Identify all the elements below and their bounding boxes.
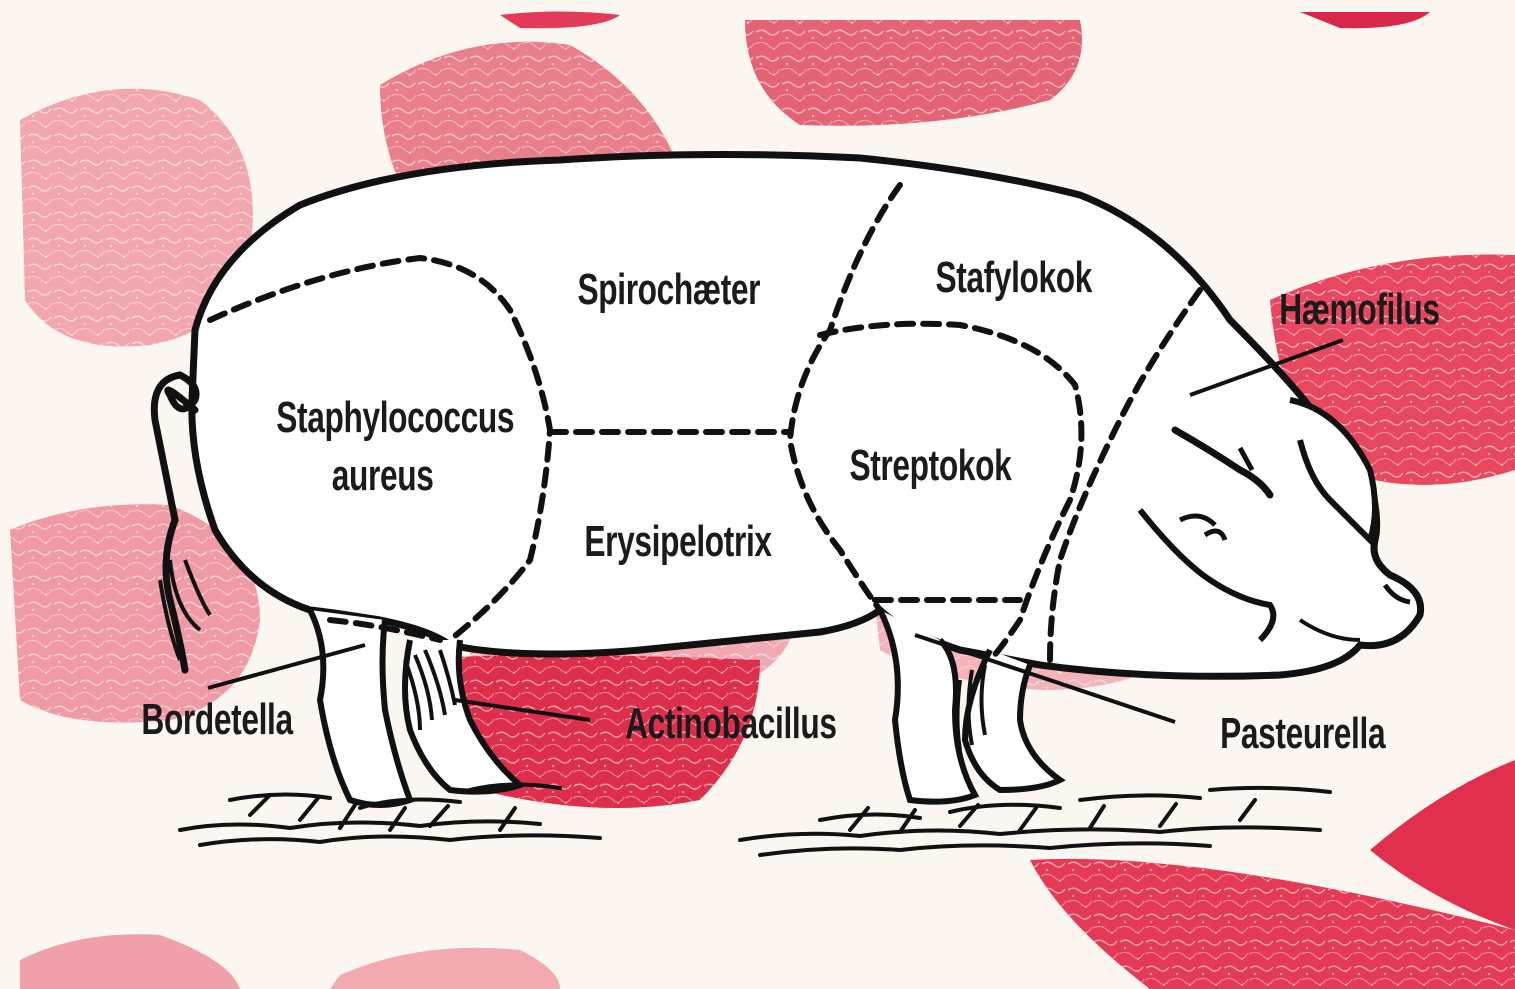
region-label-spirochaeter: Spirochæter [578, 266, 761, 314]
callout-label-pasteurella: Pasteurella [1220, 710, 1385, 758]
meat-slice [500, 12, 620, 29]
region-label-stafylokok: Stafylokok [935, 254, 1092, 302]
region-label-streptokok: Streptokok [849, 442, 1011, 490]
callout-label-bordetella: Bordetella [141, 696, 292, 744]
meat-slice [1300, 12, 1430, 28]
region-label-staphylococcus-line2: aureus [332, 452, 434, 500]
callout-label-actinobacillus: Actinobacillus [625, 700, 836, 748]
region-label-erysipelotrix: Erysipelotrix [584, 518, 771, 566]
region-label-staphylococcus-line1: Staphylococcus [276, 394, 514, 442]
pig-hind-leg [310, 610, 410, 805]
meat-slice [330, 948, 560, 989]
meat-slice [20, 934, 240, 989]
callout-label-haemofilus: Hæmofilus [1279, 286, 1439, 334]
